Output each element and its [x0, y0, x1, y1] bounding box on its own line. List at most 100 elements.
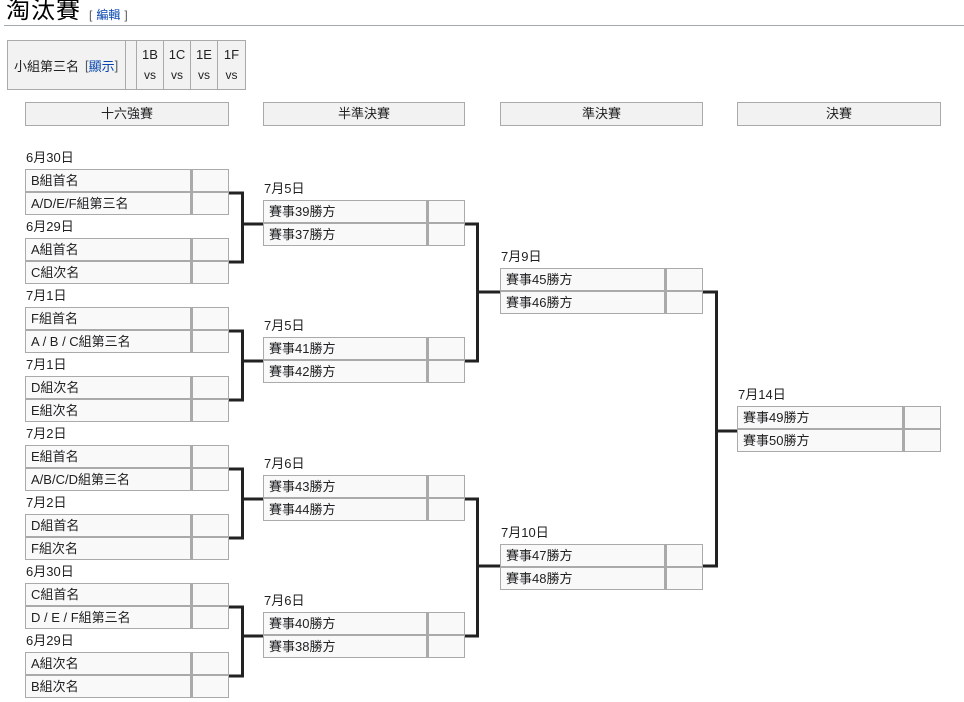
match-date: 7月6日 [264, 593, 305, 608]
match-quarterfinal: 7月6日 賽事43勝方 賽事44勝方 [263, 452, 465, 521]
team-score [903, 429, 941, 452]
team-score [191, 376, 229, 399]
show-toggle-link[interactable]: 顯示 [88, 58, 115, 74]
third-place-column: 1E vs [191, 41, 218, 89]
team-name: A / B / C組第三名 [25, 330, 191, 353]
team-name: A/B/C/D組第三名 [25, 468, 191, 491]
team-row: 賽事46勝方 [500, 291, 703, 314]
team-name: 賽事39勝方 [263, 200, 427, 223]
bracket-connector [229, 191, 263, 264]
match-date: 7月14日 [738, 387, 786, 402]
round-header-round-of-16: 十六強賽 [25, 102, 229, 126]
match-semifinal: 7月9日 賽事45勝方 賽事46勝方 [500, 245, 703, 314]
team-name: D / E / F組第三名 [25, 606, 191, 629]
column-header: 1F [223, 47, 240, 62]
team-name: 賽事40勝方 [263, 612, 427, 635]
team-name: A/D/E/F組第三名 [25, 192, 191, 215]
team-score [191, 675, 229, 698]
team-row: D組次名 [25, 376, 229, 399]
team-name: 賽事46勝方 [500, 291, 665, 314]
team-row: 賽事45勝方 [500, 268, 703, 291]
edit-bracket-close: ] [124, 8, 128, 22]
bracket-connector [229, 467, 263, 540]
match-round-of-16: 7月1日 D組次名 E組次名 [25, 353, 229, 422]
team-score [665, 291, 703, 314]
match-date: 7月1日 [26, 288, 67, 303]
match-round-of-16: 7月2日 E組首名 A/B/C/D組第三名 [25, 422, 229, 491]
round-header-semifinals: 準決賽 [500, 102, 703, 126]
team-row: D組首名 [25, 514, 229, 537]
match-date: 7月5日 [264, 181, 305, 196]
team-name: 賽事42勝方 [263, 360, 427, 383]
third-place-column: 1B vs [137, 41, 164, 89]
column-vs: vs [198, 68, 210, 82]
bracket-connector [229, 605, 263, 678]
column-vs: vs [225, 68, 238, 82]
bracket-connector [229, 329, 263, 402]
match-round-of-16: 7月2日 D組首名 F組次名 [25, 491, 229, 560]
team-row: D / E / F組第三名 [25, 606, 229, 629]
team-row: 賽事41勝方 [263, 337, 465, 360]
match-semifinal: 7月10日 賽事47勝方 賽事48勝方 [500, 521, 703, 590]
match-date: 7月9日 [501, 249, 542, 264]
third-place-label-cell: 小組第三名 [顯示] [8, 41, 126, 89]
match-final: 7月14日 賽事49勝方 賽事50勝方 [737, 383, 941, 452]
third-place-column: 1F vs [218, 41, 245, 89]
toggle-bracket-open: [ [85, 57, 89, 73]
column-header: 1C [168, 47, 186, 62]
team-score [191, 192, 229, 215]
match-quarterfinal: 7月5日 賽事41勝方 賽事42勝方 [263, 314, 465, 383]
team-name: B組次名 [25, 675, 191, 698]
match-quarterfinal: 7月6日 賽事40勝方 賽事38勝方 [263, 589, 465, 658]
team-name: A組次名 [25, 652, 191, 675]
team-score [427, 337, 465, 360]
team-row: A組次名 [25, 652, 229, 675]
team-name: D組次名 [25, 376, 191, 399]
team-name: 賽事43勝方 [263, 475, 427, 498]
match-date: 7月1日 [26, 357, 67, 372]
match-date: 7月2日 [26, 495, 67, 510]
bracket-connector [465, 497, 500, 638]
section-title: 淘汰賽 [6, 0, 81, 24]
team-score [903, 406, 941, 429]
third-place-column: 1C vs [164, 41, 191, 89]
team-score [427, 200, 465, 223]
team-row: 賽事39勝方 [263, 200, 465, 223]
team-score [191, 307, 229, 330]
column-vs: vs [171, 68, 183, 82]
team-row: F組首名 [25, 307, 229, 330]
team-row: 賽事37勝方 [263, 223, 465, 246]
team-row: E組首名 [25, 445, 229, 468]
team-score [191, 261, 229, 284]
match-date: 6月30日 [26, 564, 74, 579]
match-quarterfinal: 7月5日 賽事39勝方 賽事37勝方 [263, 177, 465, 246]
team-score [427, 360, 465, 383]
team-name: 賽事37勝方 [263, 223, 427, 246]
team-row: B組次名 [25, 675, 229, 698]
team-score [191, 399, 229, 422]
match-date: 6月29日 [26, 633, 74, 648]
team-name: 賽事44勝方 [263, 498, 427, 521]
team-name: E組首名 [25, 445, 191, 468]
team-name: C組次名 [25, 261, 191, 284]
match-date: 7月2日 [26, 426, 67, 441]
third-place-label: 小組第三名 [14, 58, 80, 74]
team-row: 賽事50勝方 [737, 429, 941, 452]
team-row: A/D/E/F組第三名 [25, 192, 229, 215]
team-row: 賽事44勝方 [263, 498, 465, 521]
team-name: 賽事38勝方 [263, 635, 427, 658]
team-name: C組首名 [25, 583, 191, 606]
section-heading: 淘汰賽 [編輯] [4, 0, 964, 26]
team-name: 賽事41勝方 [263, 337, 427, 360]
team-row: 賽事47勝方 [500, 544, 703, 567]
third-place-table: 小組第三名 [顯示] 1B vs 1C vs 1E vs 1F vs [7, 40, 246, 90]
match-date: 7月6日 [264, 456, 305, 471]
team-score [427, 498, 465, 521]
bracket-connector [465, 222, 500, 363]
column-header: 1B [142, 47, 158, 62]
column-vs: vs [144, 68, 156, 82]
edit-link[interactable]: 編輯 [96, 8, 121, 22]
team-score [427, 475, 465, 498]
team-row: 賽事38勝方 [263, 635, 465, 658]
match-date: 6月30日 [26, 150, 74, 165]
